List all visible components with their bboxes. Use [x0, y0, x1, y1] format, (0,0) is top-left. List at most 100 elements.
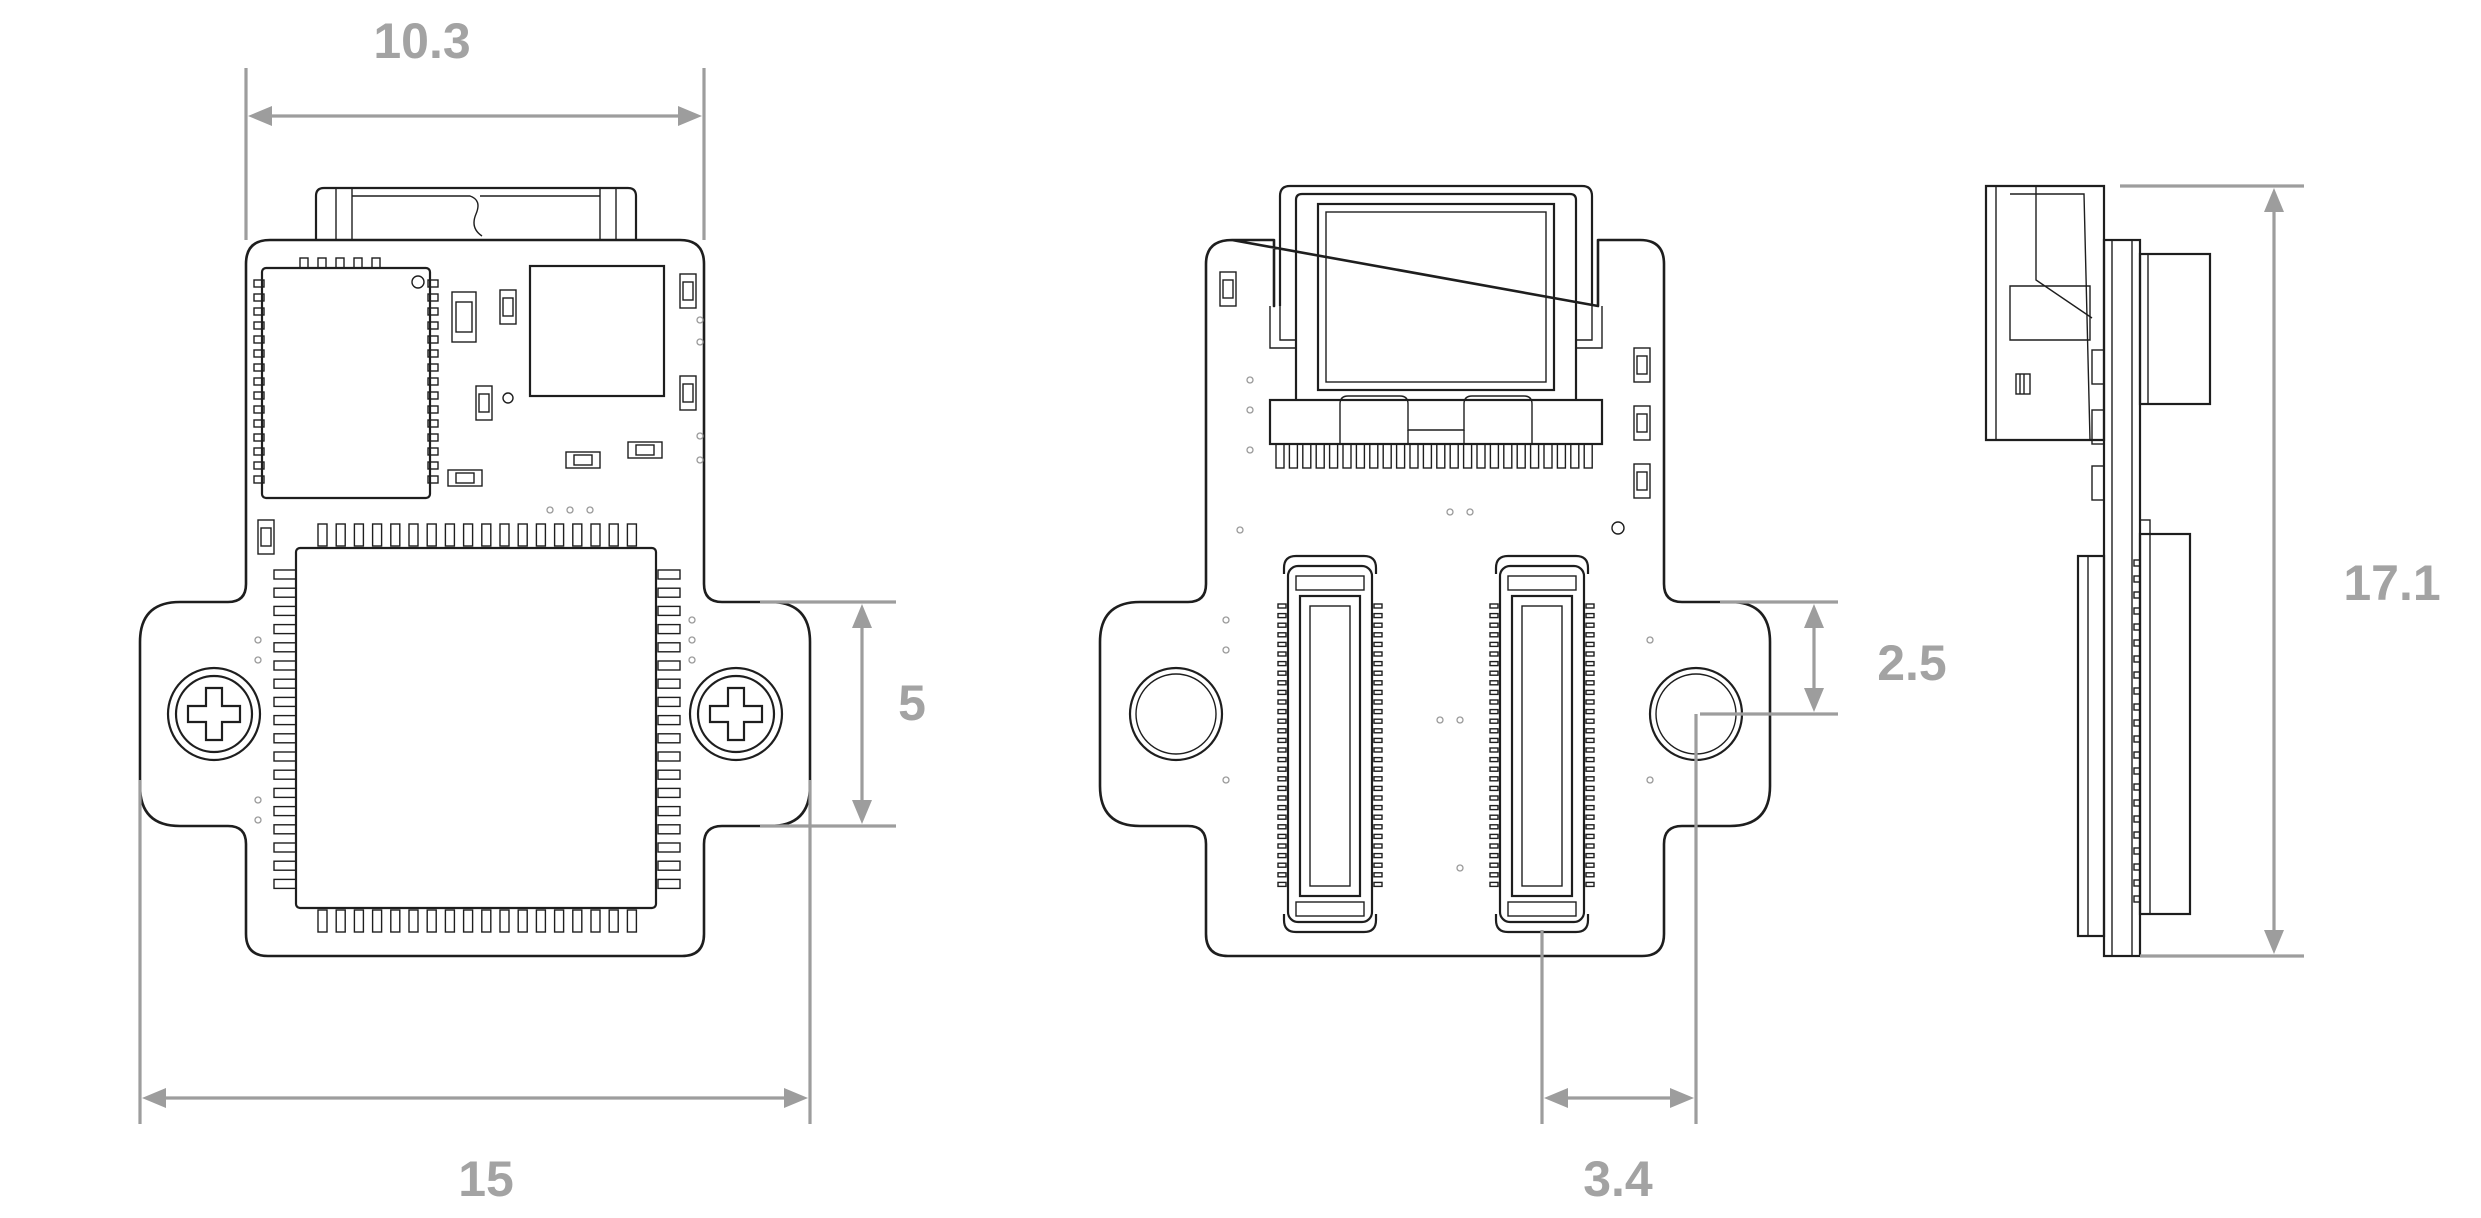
- pad: [1585, 670, 1595, 676]
- pad: [273, 878, 297, 890]
- pad: [353, 909, 365, 933]
- pad: [273, 569, 297, 580]
- pad: [1395, 443, 1406, 469]
- pad: [1585, 660, 1595, 667]
- pad: [1489, 862, 1499, 868]
- pad: [657, 569, 681, 580]
- pad: [1373, 881, 1383, 888]
- dimension-label-hole-offset-horizontal: 3.4: [1583, 1151, 1653, 1207]
- pad: [427, 307, 439, 316]
- pad: [273, 805, 297, 817]
- pad: [1489, 641, 1499, 648]
- pad: [1489, 699, 1499, 705]
- pad: [535, 909, 547, 933]
- pad: [1277, 660, 1287, 667]
- pad: [1373, 814, 1383, 820]
- pad: [1489, 756, 1499, 763]
- pad: [2133, 815, 2141, 823]
- pad: [553, 909, 565, 933]
- pad: [657, 842, 681, 853]
- left-screw-icon: [166, 666, 262, 762]
- dimension-overall-width: 15: [138, 780, 812, 1207]
- pad: [1373, 804, 1383, 811]
- back-view: [1098, 184, 1772, 958]
- pad: [1373, 641, 1383, 648]
- pad: [1489, 785, 1499, 792]
- pad: [273, 587, 297, 598]
- pad: [1585, 804, 1595, 811]
- pad: [462, 909, 474, 933]
- front-vias: [254, 316, 704, 824]
- pad: [657, 805, 681, 817]
- back-left-b2b-connector: [1277, 554, 1383, 934]
- pad: [1277, 872, 1287, 878]
- pad: [657, 605, 681, 617]
- pad: [335, 909, 346, 933]
- pad: [1585, 680, 1595, 686]
- pad: [517, 909, 528, 933]
- pad: [1373, 737, 1383, 744]
- back-usb-connector: [1268, 184, 1604, 469]
- pad: [2133, 719, 2141, 727]
- pad: [1277, 612, 1287, 619]
- pad: [1373, 632, 1383, 638]
- dimension-ear-height: 5: [760, 600, 926, 828]
- pad: [1489, 708, 1499, 715]
- pad: [253, 419, 265, 428]
- pad: [427, 279, 439, 288]
- pad: [1585, 843, 1595, 849]
- pad: [427, 293, 439, 302]
- pad: [2133, 655, 2141, 663]
- pad: [1543, 443, 1553, 469]
- pad: [1373, 689, 1383, 696]
- pad: [1277, 795, 1287, 801]
- pad: [408, 909, 419, 933]
- pad: [1277, 814, 1287, 820]
- pad: [657, 587, 681, 598]
- pad: [1489, 833, 1499, 840]
- pad: [426, 909, 437, 933]
- pad: [608, 523, 619, 547]
- pad: [1585, 718, 1595, 724]
- pad: [1585, 814, 1595, 820]
- pad: [1373, 660, 1383, 667]
- pad: [253, 363, 265, 372]
- pad: [2133, 639, 2141, 647]
- pad: [2133, 703, 2141, 711]
- pad: [1585, 641, 1595, 648]
- pad: [1302, 443, 1312, 469]
- pad: [2133, 767, 2141, 775]
- pad: [427, 475, 439, 484]
- pad: [273, 660, 297, 671]
- pad: [1277, 766, 1287, 772]
- pad: [390, 909, 401, 933]
- front-module: [253, 257, 439, 500]
- pad: [253, 307, 265, 316]
- pad: [626, 523, 638, 547]
- pad: [590, 523, 601, 547]
- pad: [1277, 776, 1287, 782]
- pad: [1373, 843, 1383, 849]
- pad: [1585, 785, 1595, 792]
- pad: [2133, 831, 2141, 839]
- pad: [253, 433, 265, 442]
- pad: [1476, 443, 1486, 469]
- pad: [2133, 735, 2141, 743]
- pad: [2133, 623, 2141, 631]
- pad: [1585, 689, 1595, 696]
- pad: [444, 909, 456, 933]
- pad: [1277, 689, 1287, 696]
- pad: [553, 523, 565, 547]
- pad: [1436, 443, 1446, 469]
- pad: [1585, 747, 1595, 753]
- pad: [427, 335, 439, 344]
- pad: [657, 696, 681, 708]
- back-pcb-outline: [1098, 238, 1772, 958]
- pad: [1585, 776, 1595, 782]
- pad: [1585, 708, 1595, 715]
- pad: [1516, 443, 1526, 469]
- pad: [253, 461, 265, 470]
- pad: [1373, 747, 1383, 753]
- pad: [657, 642, 681, 653]
- pad: [427, 349, 439, 358]
